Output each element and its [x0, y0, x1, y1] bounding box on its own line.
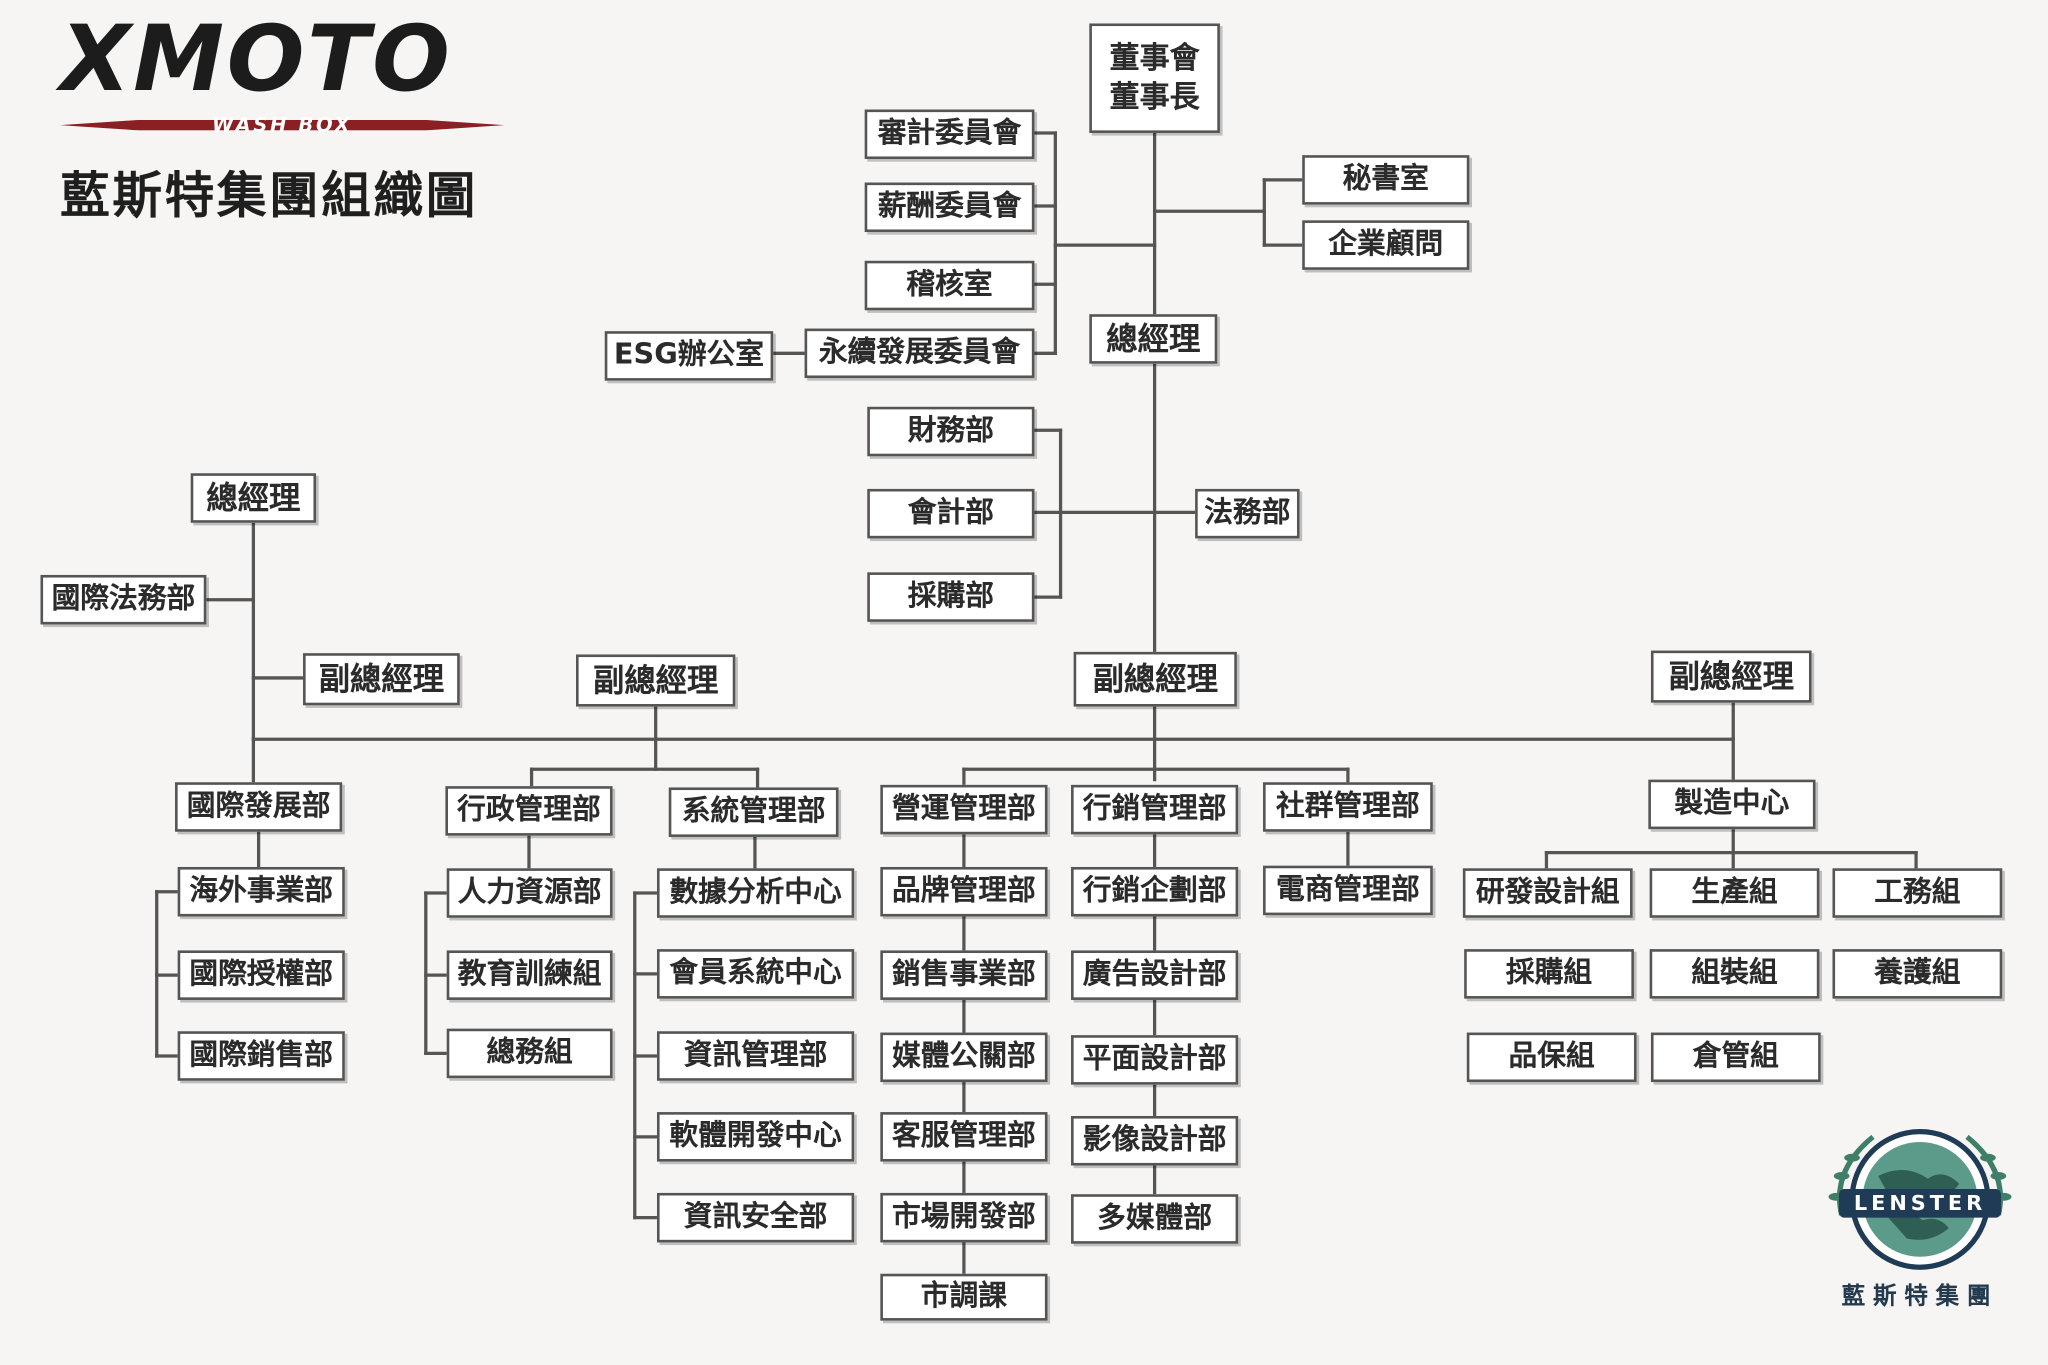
brand-subtitle: WASH BOX	[211, 113, 353, 137]
node-graphic-design: 平面設計部	[1071, 1035, 1239, 1085]
node-quality-assurance: 品保組	[1466, 1032, 1637, 1083]
node-vp-intl: 副總經理	[303, 653, 460, 706]
node-general-manager-intl: 總經理	[190, 473, 317, 523]
board-label: 董事會	[1109, 41, 1200, 76]
node-finance: 財務部	[867, 406, 1035, 457]
node-intl-licensing: 國際授權部	[177, 950, 345, 1000]
node-board: 董事會 董事長	[1089, 23, 1220, 133]
globe-laurel-emblem-icon	[1828, 1129, 2012, 1270]
node-market-research: 市調課	[880, 1273, 1048, 1321]
node-member-system-center: 會員系統中心	[656, 949, 855, 999]
node-vp-operations: 副總經理	[1073, 651, 1237, 707]
node-system-management: 系統管理部	[668, 787, 839, 837]
node-operations-management: 營運管理部	[880, 784, 1048, 835]
node-intl-development: 國際發展部	[175, 782, 343, 832]
node-overseas-business: 海外事業部	[177, 866, 345, 917]
node-vp-manufacturing: 副總經理	[1650, 650, 1812, 703]
node-sustainability-committee: 永續發展委員會	[804, 328, 1035, 379]
node-rnd-design: 研發設計組	[1462, 868, 1633, 918]
node-ad-design: 廣告設計部	[1071, 950, 1239, 1000]
node-general-manager: 總經理	[1089, 314, 1218, 364]
node-vp-admin: 副總經理	[575, 654, 736, 707]
node-training: 教育訓練組	[446, 950, 613, 1000]
node-marketing-planning: 行銷企劃部	[1071, 866, 1239, 917]
seal-ribbon-text: LENSTER	[1853, 1190, 1987, 1216]
node-multimedia: 多媒體部	[1071, 1194, 1239, 1244]
node-marketing-management: 行銷管理部	[1071, 784, 1239, 835]
node-media-pr: 媒體公關部	[880, 1032, 1048, 1083]
node-warehouse: 倉管組	[1650, 1032, 1821, 1083]
brand-underline-bar	[60, 119, 505, 131]
node-production: 生產組	[1649, 868, 1820, 918]
node-market-development: 市場開發部	[880, 1192, 1048, 1243]
page-title: 藍斯特集團組織圖	[60, 166, 479, 225]
node-sales-business: 銷售事業部	[880, 950, 1048, 1000]
node-purchasing-team: 採購組	[1464, 949, 1634, 999]
node-compensation-committee: 薪酬委員會	[864, 182, 1035, 233]
brand-wordmark: XMOTO	[60, 5, 453, 113]
node-video-design: 影像設計部	[1071, 1115, 1239, 1166]
node-audit-committee: 審計委員會	[864, 109, 1035, 160]
seal-company-name: 藍斯特集團	[1841, 1282, 1999, 1311]
brand-logo: XMOTO WASH BOX	[60, 5, 515, 143]
node-admin-management: 行政管理部	[445, 786, 613, 836]
node-customer-service: 客服管理部	[880, 1112, 1048, 1162]
node-internal-audit: 稽核室	[864, 260, 1035, 311]
node-general-affairs: 總務組	[446, 1028, 613, 1079]
node-community-management: 社群管理部	[1263, 782, 1433, 832]
node-brand-management: 品牌管理部	[880, 866, 1048, 917]
node-accounting: 會計部	[867, 488, 1035, 539]
node-data-analytics-center: 數據分析中心	[656, 868, 855, 918]
node-maintenance: 養護組	[1832, 949, 2003, 999]
node-info-security: 資訊安全部	[656, 1192, 855, 1243]
node-esg-office: ESG辦公室	[604, 331, 774, 381]
node-manufacturing-center: 製造中心	[1648, 779, 1816, 830]
node-consultant: 企業顧問	[1302, 220, 1470, 270]
chairman-label: 董事長	[1109, 80, 1200, 115]
node-intl-sales: 國際銷售部	[177, 1031, 345, 1081]
node-human-resources: 人力資源部	[446, 868, 613, 918]
node-secretary: 秘書室	[1302, 155, 1470, 205]
node-software-dev-center: 軟體開發中心	[656, 1112, 855, 1162]
node-info-management: 資訊管理部	[656, 1031, 855, 1081]
node-assembly: 組裝組	[1649, 949, 1820, 999]
node-intl-legal: 國際法務部	[40, 574, 207, 625]
node-legal: 法務部	[1195, 488, 1300, 539]
node-procurement: 採購部	[867, 572, 1035, 622]
node-ecommerce-management: 電商管理部	[1263, 865, 1433, 916]
node-engineering: 工務組	[1832, 868, 2003, 918]
company-seal: LENSTER 藍斯特集團	[1813, 1124, 2027, 1333]
